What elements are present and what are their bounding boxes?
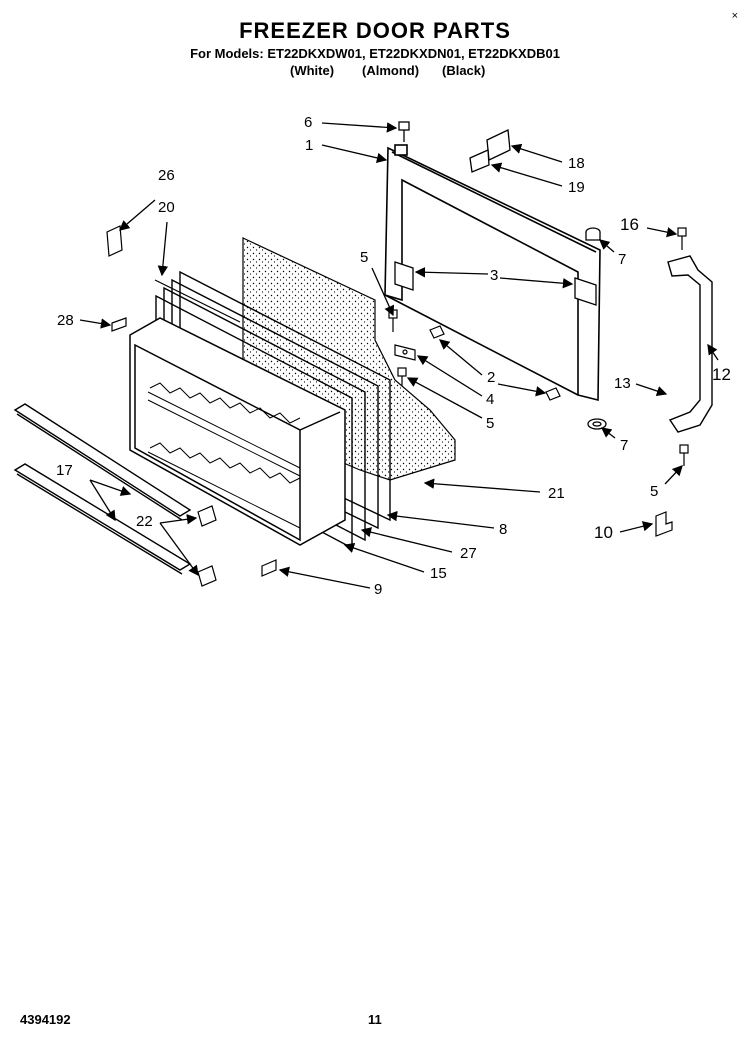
finish-white: (White) [290, 63, 335, 78]
screw-5b [397, 367, 407, 386]
callout-1: 1 [305, 137, 313, 154]
callout-3: 3 [490, 267, 498, 284]
callout-15: 15 [430, 565, 447, 582]
callout-27: 27 [460, 545, 477, 562]
callout-28: 28 [57, 312, 74, 329]
inner-door-liner [129, 317, 346, 546]
close-icon[interactable]: × [731, 10, 738, 22]
callout-2: 2 [487, 369, 495, 386]
callout-10: 10 [594, 523, 613, 542]
callout-6: 6 [304, 114, 312, 131]
callout-9: 9 [374, 581, 382, 598]
outer-door-panel [384, 144, 601, 402]
bushing-2 [429, 325, 561, 401]
page-title: FREEZER DOOR PARTS [239, 18, 511, 43]
callout-26: 26 [158, 167, 175, 184]
callout-18: 18 [568, 155, 585, 172]
shelf-ribs-lower [147, 442, 301, 529]
shelf-ribs-upper [147, 382, 301, 477]
callout-labels: 6 1 18 19 26 20 16 7 5 3 28 2 4 12 13 5 … [56, 114, 731, 598]
screw-28 [111, 317, 127, 332]
callout-5-mid: 5 [486, 415, 494, 432]
clip-18 [486, 129, 511, 161]
callout-16: 16 [620, 215, 639, 234]
door-rail-17-upper [13, 403, 192, 521]
callout-19: 19 [568, 179, 585, 196]
part-number: 4394192 [20, 1012, 71, 1027]
callout-12: 12 [712, 365, 731, 384]
callout-7-top: 7 [618, 251, 626, 268]
handle-assembly [667, 255, 713, 433]
plate-4 [394, 344, 416, 361]
part-10 [655, 511, 673, 537]
callout-5-top: 5 [360, 249, 368, 266]
callout-17: 17 [56, 462, 73, 479]
finish-almond: (Almond) [362, 63, 420, 78]
end-cap-22 [197, 505, 217, 587]
callout-5-right: 5 [650, 483, 658, 500]
hinge-bracket [394, 261, 597, 306]
cap-7 [585, 227, 601, 241]
clip-26 [106, 225, 123, 257]
screw-5 [388, 309, 398, 332]
screw-6 [398, 121, 410, 142]
models-line: For Models: ET22DKXDW01, ET22DKXDN01, ET… [190, 46, 560, 61]
callout-7-bottom: 7 [620, 437, 628, 454]
callout-4: 4 [486, 391, 494, 408]
callout-20: 20 [158, 199, 175, 216]
screw-5c [679, 444, 689, 466]
page-number: 11 [368, 1012, 382, 1027]
finish-black: (Black) [442, 63, 486, 78]
clip-19 [469, 149, 490, 173]
leader-lines [79, 122, 719, 589]
callout-21: 21 [548, 485, 565, 502]
callout-13: 13 [614, 375, 631, 392]
screw-9 [261, 559, 277, 577]
screw-16 [677, 227, 687, 250]
callout-22: 22 [136, 513, 153, 530]
cap-7-bottom [587, 418, 607, 430]
callout-8: 8 [499, 521, 507, 538]
strip-20 [154, 279, 241, 323]
door-rail-17-lower [13, 463, 192, 575]
